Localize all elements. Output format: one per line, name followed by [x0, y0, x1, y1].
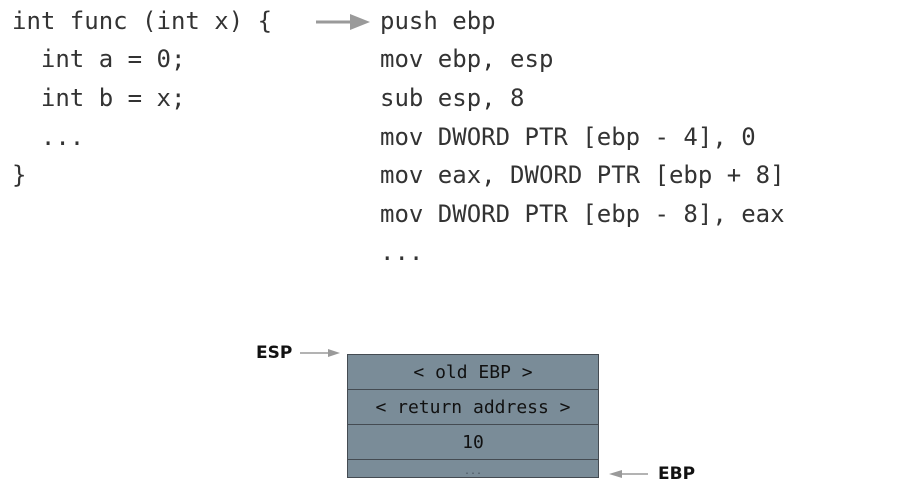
esp-pointer-arrow: [300, 349, 340, 357]
stack-cell-return-address: < return address >: [348, 390, 598, 425]
stack-frame: < old EBP > < return address > 10 ...: [347, 354, 599, 478]
asm-code-line: mov DWORD PTR [ebp - 8], eax: [380, 200, 785, 228]
stack-cell-value: 10: [348, 425, 598, 460]
c-code-line: int b = x;: [12, 84, 186, 112]
asm-code-line: sub esp, 8: [380, 84, 525, 112]
asm-code-line: push ebp: [380, 7, 496, 35]
c-code-line: ...: [12, 123, 85, 151]
asm-code-line: mov DWORD PTR [ebp - 4], 0: [380, 123, 756, 151]
asm-code-line: mov ebp, esp: [380, 45, 554, 73]
c-code-line: }: [12, 161, 27, 189]
ebp-pointer-arrow: [609, 470, 648, 478]
esp-label: ESP: [256, 343, 293, 363]
c-code-line: int a = 0;: [12, 45, 186, 73]
stack-cell-old-ebp: < old EBP >: [348, 355, 598, 390]
stack-cell-ellipsis: ...: [463, 466, 483, 477]
compile-arrow: [316, 14, 370, 30]
c-code-line: int func (int x) {: [12, 7, 273, 35]
asm-code-line: mov eax, DWORD PTR [ebp + 8]: [380, 161, 785, 189]
ebp-label: EBP: [658, 464, 696, 484]
asm-code-line: ...: [380, 238, 424, 266]
